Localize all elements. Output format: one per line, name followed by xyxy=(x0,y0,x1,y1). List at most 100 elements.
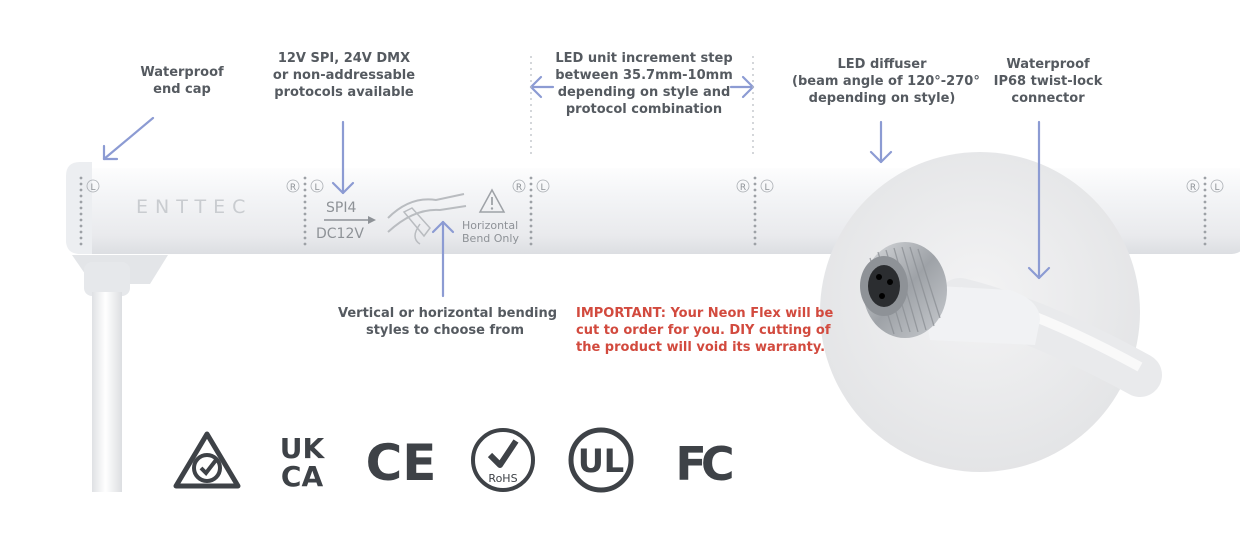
cut-dot xyxy=(529,206,533,210)
svg-text:R: R xyxy=(290,183,296,193)
callout-increment: LED unit increment step between 35.7mm-1… xyxy=(552,50,736,118)
fcc-icon: FC xyxy=(675,437,737,491)
cut-dot xyxy=(79,188,83,192)
cut-dot xyxy=(753,176,757,180)
ul-text: UL xyxy=(578,442,624,480)
cable-elbow xyxy=(84,262,130,296)
cut-dot xyxy=(303,188,307,192)
cut-dot xyxy=(1203,218,1207,222)
cut-dot xyxy=(529,236,533,240)
warning-triangle-icon xyxy=(478,188,506,213)
callout-diffuser-line3: depending on style) xyxy=(808,91,956,106)
cut-dot xyxy=(79,218,83,222)
cut-dot xyxy=(529,194,533,198)
svg-text:L: L xyxy=(1214,183,1219,193)
strip-bend-text-2: Bend Only xyxy=(462,232,519,245)
cut-dot xyxy=(303,224,307,228)
cut-dot xyxy=(1203,230,1207,234)
cut-dot xyxy=(303,182,307,186)
callout-end-cap-line1: Waterproof xyxy=(140,65,224,80)
arrow-bending-icon xyxy=(431,220,455,298)
l-marker-4: L xyxy=(1210,179,1224,193)
cut-dot xyxy=(753,224,757,228)
cut-dot xyxy=(303,194,307,198)
ce-icon: CE xyxy=(366,434,437,490)
l-marker-3: L xyxy=(760,179,774,193)
callout-increment-line1: LED unit increment step xyxy=(555,51,733,66)
cut-dot xyxy=(529,176,533,180)
callout-important-warning: IMPORTANT: Your Neon Flex will be cut to… xyxy=(576,305,834,356)
cut-dot xyxy=(753,200,757,204)
ce-text: CE xyxy=(366,434,437,490)
callout-bending-line1: Vertical or horizontal bending xyxy=(338,306,558,321)
cut-dot xyxy=(529,218,533,222)
callout-connector-line1: Waterproof xyxy=(1006,57,1090,72)
arrow-protocols-icon xyxy=(331,120,355,195)
svg-text:L: L xyxy=(764,183,769,193)
callout-increment-line3: depending on style and xyxy=(557,85,731,100)
svg-text:L: L xyxy=(90,183,95,193)
cut-dot xyxy=(1203,224,1207,228)
callout-protocols: 12V SPI, 24V DMX or non-addressable prot… xyxy=(264,50,424,101)
callout-bending: Vertical or horizontal bending styles to… xyxy=(338,305,558,339)
cut-dot xyxy=(753,182,757,186)
callout-increment-line2: between 35.7mm-10mm xyxy=(555,68,733,83)
cut-dot xyxy=(79,176,83,180)
cut-dot xyxy=(1203,242,1207,246)
power-cable xyxy=(92,292,122,492)
cut-dot xyxy=(79,200,83,204)
cut-dot xyxy=(303,218,307,222)
r-marker-3: R xyxy=(736,179,750,193)
cut-dot xyxy=(303,212,307,216)
cut-dot xyxy=(1203,194,1207,198)
callout-important-line1: IMPORTANT: Your Neon Flex will be xyxy=(576,306,834,321)
cut-dot xyxy=(753,206,757,210)
svg-text:R: R xyxy=(1190,183,1196,193)
callout-increment-line4: protocol combination xyxy=(565,102,723,117)
strip-bend-text-1: Horizontal xyxy=(462,219,519,232)
cut-dot xyxy=(303,230,307,234)
callout-important-line3: the product will void its warranty. xyxy=(576,340,826,355)
l-marker-0: L xyxy=(86,179,100,193)
bend-diagram-icon xyxy=(387,193,467,245)
l-marker-1: L xyxy=(310,179,324,193)
cut-dot xyxy=(1203,206,1207,210)
rohs-icon: RoHS xyxy=(471,428,535,492)
cut-dot xyxy=(303,200,307,204)
cut-dot xyxy=(753,230,757,234)
callout-connector-line2: IP68 twist-lock xyxy=(993,74,1103,89)
cut-dot xyxy=(79,182,83,186)
cut-dot xyxy=(303,242,307,246)
arrow-connector-icon xyxy=(1027,120,1051,280)
cut-dot xyxy=(753,212,757,216)
cut-dot xyxy=(1203,200,1207,204)
cut-dot xyxy=(753,236,757,240)
cut-dot xyxy=(529,188,533,192)
r-marker-4: R xyxy=(1186,179,1200,193)
l-marker-2: L xyxy=(536,179,550,193)
rohs-text: RoHS xyxy=(488,472,517,485)
callout-protocols-line1: 12V SPI, 24V DMX xyxy=(277,51,411,66)
cut-dot xyxy=(79,224,83,228)
callout-diffuser-line1: LED diffuser xyxy=(837,57,927,72)
cut-dot xyxy=(529,182,533,186)
ul-icon: UL xyxy=(568,427,634,493)
cut-dot xyxy=(303,206,307,210)
fc-text: FC xyxy=(675,437,731,491)
cut-dot xyxy=(1203,236,1207,240)
cut-dot xyxy=(529,212,533,216)
cut-dot xyxy=(1203,182,1207,186)
cut-dot xyxy=(79,230,83,234)
arrow-increment-right-icon xyxy=(729,75,755,99)
r-marker-1: R xyxy=(286,179,300,193)
svg-text:L: L xyxy=(314,183,319,193)
cut-dot xyxy=(1203,188,1207,192)
r-marker-2: R xyxy=(512,179,526,193)
rcm-icon xyxy=(173,431,241,489)
cut-dot xyxy=(753,194,757,198)
callout-diffuser: LED diffuser (beam angle of 120°-270° de… xyxy=(792,56,980,107)
cut-dot xyxy=(79,236,83,240)
